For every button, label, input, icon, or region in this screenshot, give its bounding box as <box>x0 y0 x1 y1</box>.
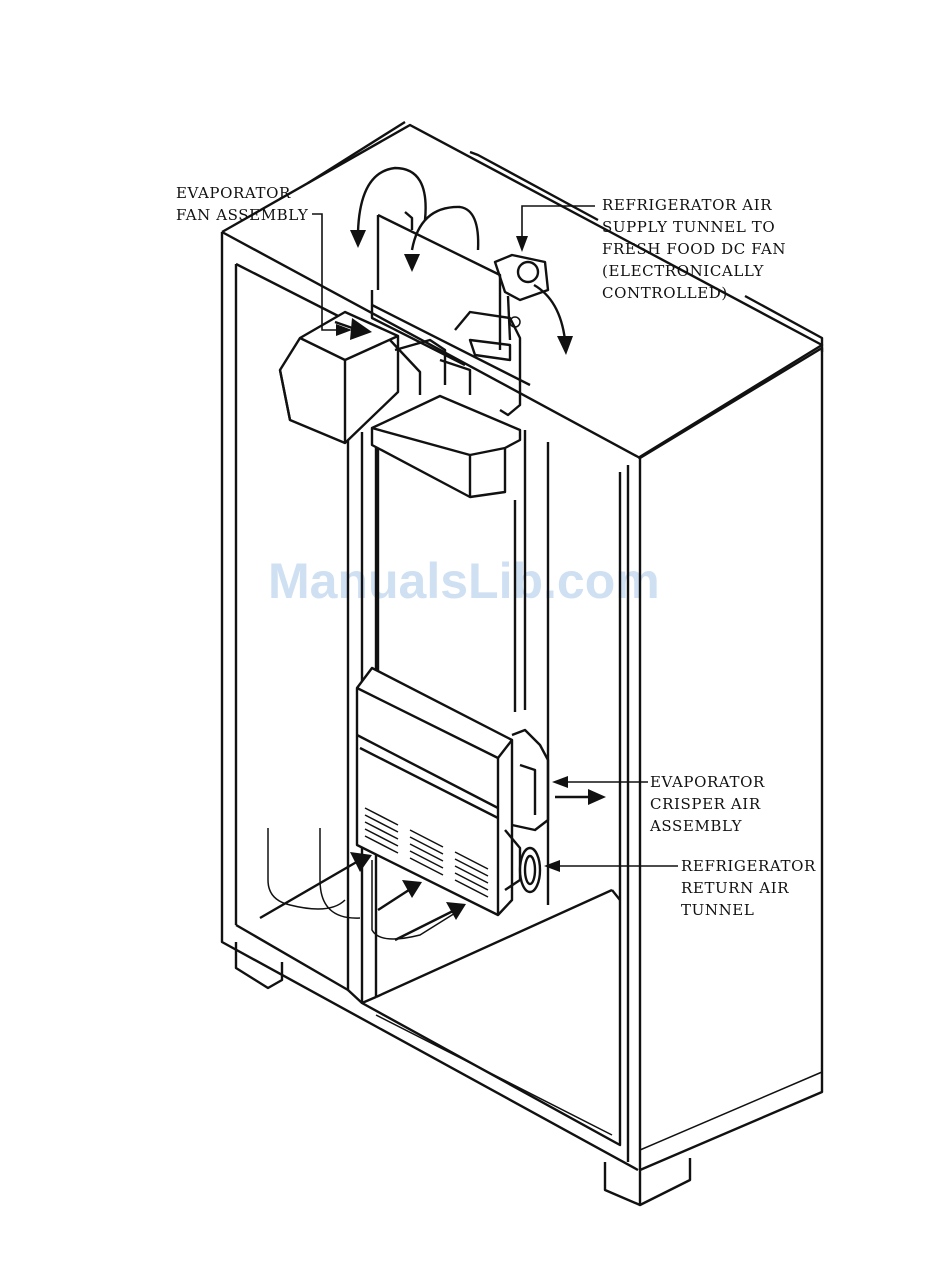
label-air-supply-tunnel: REFRIGERATOR AIR SUPPLY TUNNEL TO FRESH … <box>602 196 786 302</box>
label-line: CRISPER AIR <box>650 795 761 813</box>
label-evaporator-fan-assembly: EVAPORATOR FAN ASSEMBLY <box>176 184 309 224</box>
label-line: EVAPORATOR <box>650 773 765 791</box>
label-crisper-air-assembly: EVAPORATOR CRISPER AIR ASSEMBLY <box>649 773 765 835</box>
label-line: FAN ASSEMBLY <box>176 206 309 224</box>
label-line: TUNNEL <box>681 901 754 919</box>
label-return-air-tunnel: REFRIGERATOR RETURN AIR TUNNEL <box>681 857 816 919</box>
label-line: (ELECTRONICALLY <box>602 262 765 280</box>
label-line: REFRIGERATOR AIR <box>602 196 772 214</box>
label-line: FRESH FOOD DC FAN <box>602 240 786 258</box>
label-line: CONTROLLED) <box>602 284 728 302</box>
refrigerator-cabinet <box>222 122 822 1205</box>
watermark: ManualsLib.com <box>268 553 660 609</box>
label-line: RETURN AIR <box>681 879 789 897</box>
label-line: EVAPORATOR <box>176 184 291 202</box>
label-line: SUPPLY TUNNEL TO <box>602 218 775 236</box>
crisper-air-assembly <box>357 668 548 915</box>
label-line: REFRIGERATOR <box>681 857 816 875</box>
label-line: ASSEMBLY <box>649 817 743 835</box>
